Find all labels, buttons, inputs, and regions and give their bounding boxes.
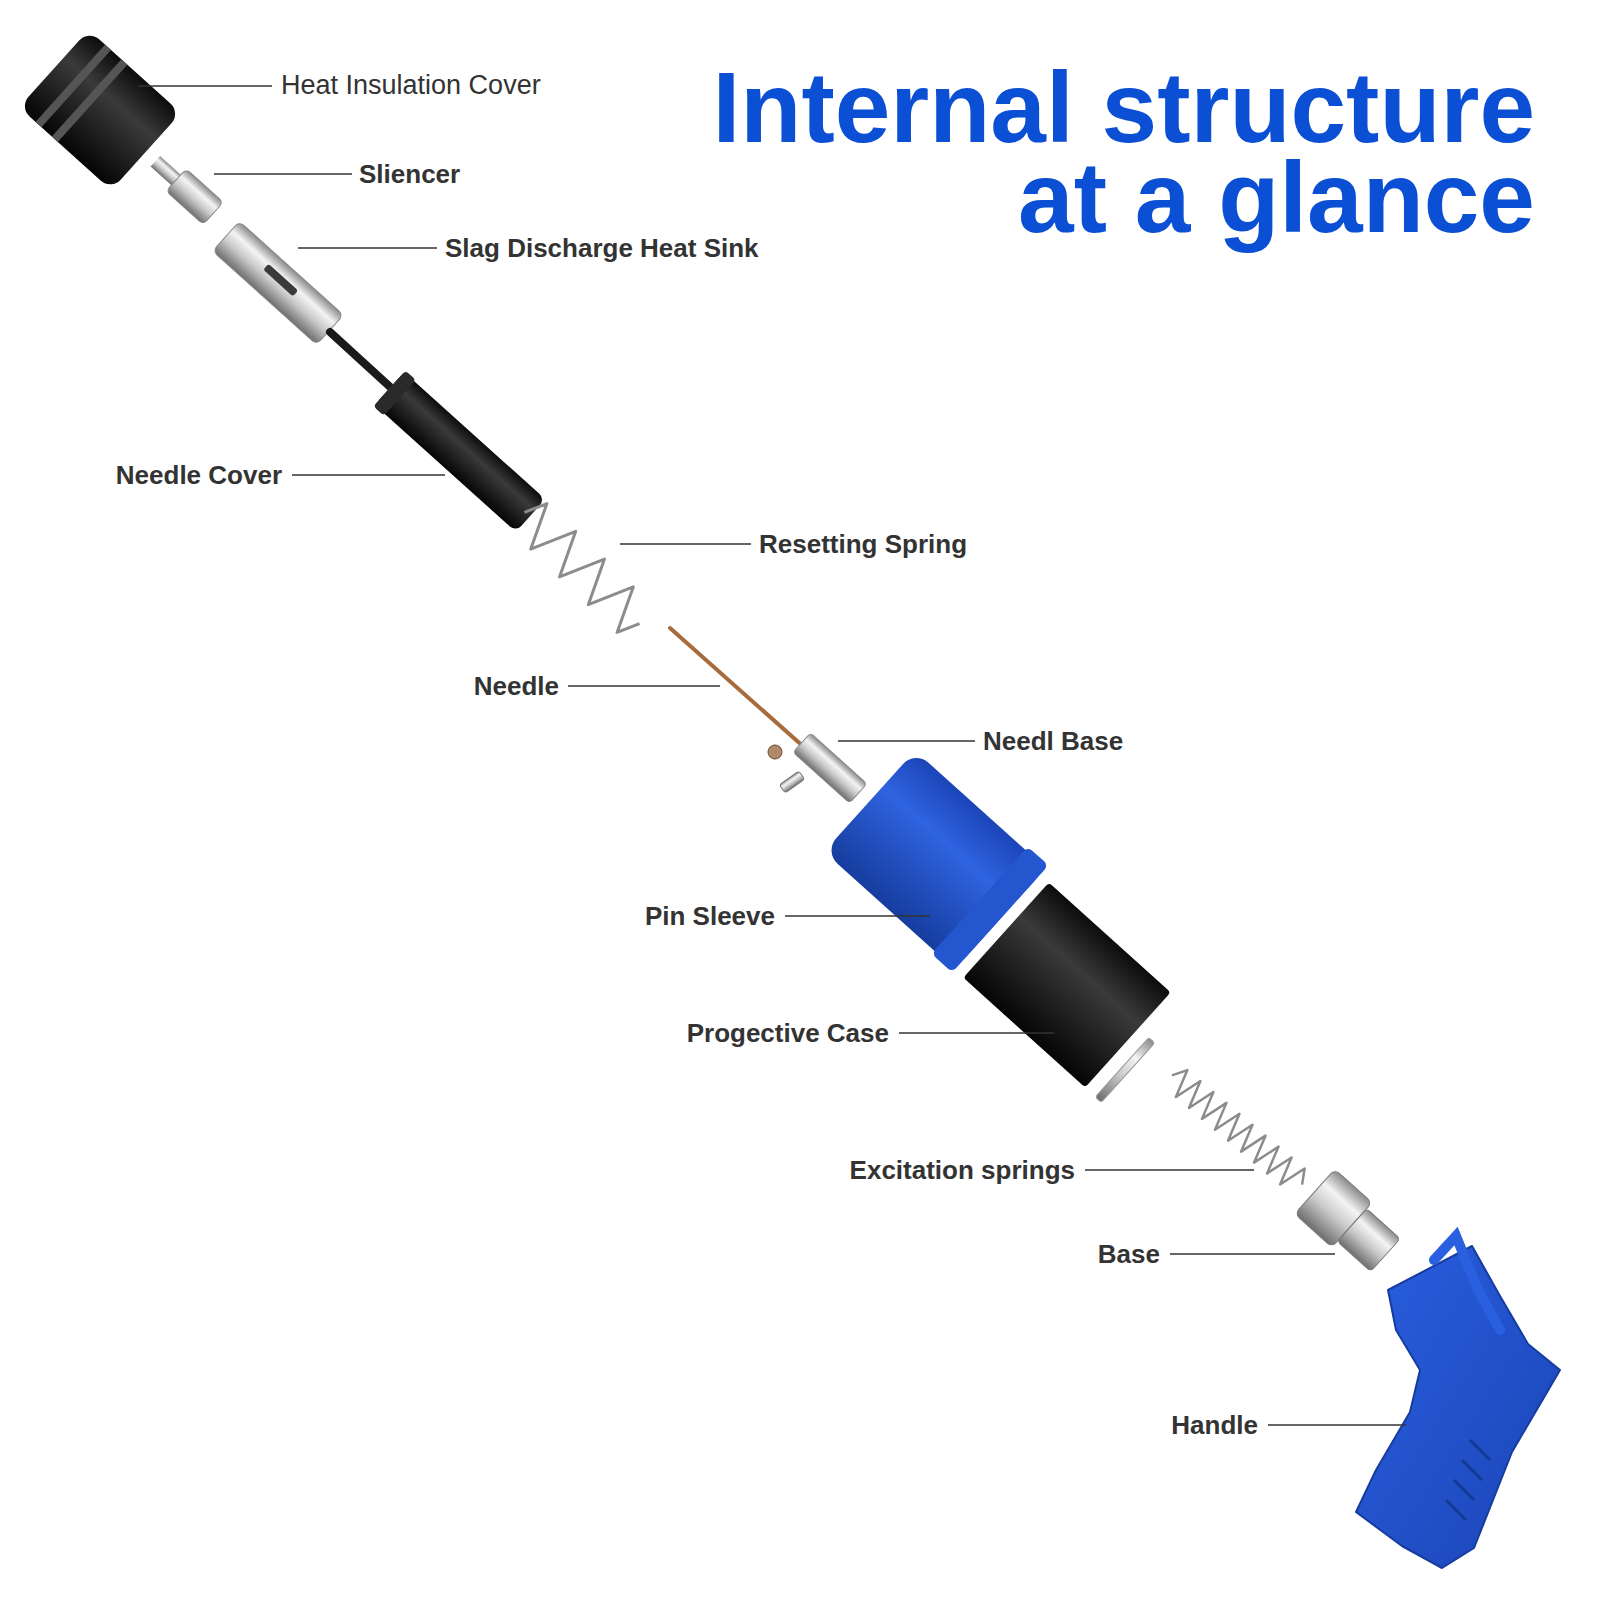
leader-line	[1268, 1424, 1406, 1426]
needle-cover-collar	[373, 371, 416, 416]
leader-line	[214, 173, 352, 175]
leader-line	[838, 740, 975, 742]
part-label: Base	[1098, 1240, 1160, 1269]
slag-discharge-heat-sink	[213, 221, 344, 344]
leader-lines	[138, 86, 1406, 1425]
leader-line	[1085, 1169, 1254, 1171]
handle-trigger	[1434, 1236, 1500, 1330]
excitation-spring	[1163, 1065, 1311, 1196]
small-spring	[779, 771, 804, 793]
silencer-body	[166, 169, 223, 225]
needle-screw	[768, 745, 782, 759]
part-label: Handle	[1171, 1411, 1258, 1440]
part-label: Needle	[474, 672, 559, 701]
heat-sink-body	[213, 221, 344, 344]
diagram-title: Internal structure at a glance	[685, 62, 1535, 242]
handle	[1356, 1236, 1560, 1568]
leader-line	[899, 1032, 1054, 1034]
spring-coil	[1163, 1065, 1311, 1196]
heat-sink-slot	[263, 264, 298, 297]
needle-base-body	[793, 733, 867, 803]
small-spring-body	[779, 771, 804, 793]
rod	[330, 332, 400, 396]
part-label: Heat Insulation Cover	[281, 71, 541, 101]
spring-coil	[509, 497, 655, 640]
handle-body	[1356, 1246, 1560, 1568]
base-thread	[1337, 1209, 1400, 1272]
silencer	[145, 150, 223, 224]
part-label: Needle Cover	[116, 461, 282, 490]
base-fitting	[1295, 1169, 1406, 1277]
leader-line	[292, 474, 445, 476]
part-label: Resetting Spring	[759, 530, 967, 559]
leader-line	[298, 247, 437, 249]
leader-line	[568, 685, 720, 687]
needle	[670, 628, 805, 748]
resetting-spring	[509, 497, 655, 640]
part-label: Sliencer	[359, 160, 460, 189]
washer	[1095, 1038, 1154, 1103]
part-label: Slag Discharge Heat Sink	[445, 234, 759, 263]
part-label: Pin Sleeve	[645, 902, 775, 931]
needle-cover	[373, 371, 546, 534]
washer-ring	[1095, 1038, 1154, 1103]
part-label: Excitation springs	[850, 1156, 1075, 1185]
leader-line	[1170, 1253, 1335, 1255]
needle-base	[793, 733, 867, 803]
part-label: Progective Case	[687, 1019, 889, 1048]
handle-grip-ribs	[1446, 1440, 1490, 1520]
leader-line	[138, 85, 272, 87]
cover-groove	[52, 59, 128, 142]
leader-line	[620, 543, 751, 545]
part-label: Needl Base	[983, 727, 1123, 756]
leader-line	[785, 915, 930, 917]
